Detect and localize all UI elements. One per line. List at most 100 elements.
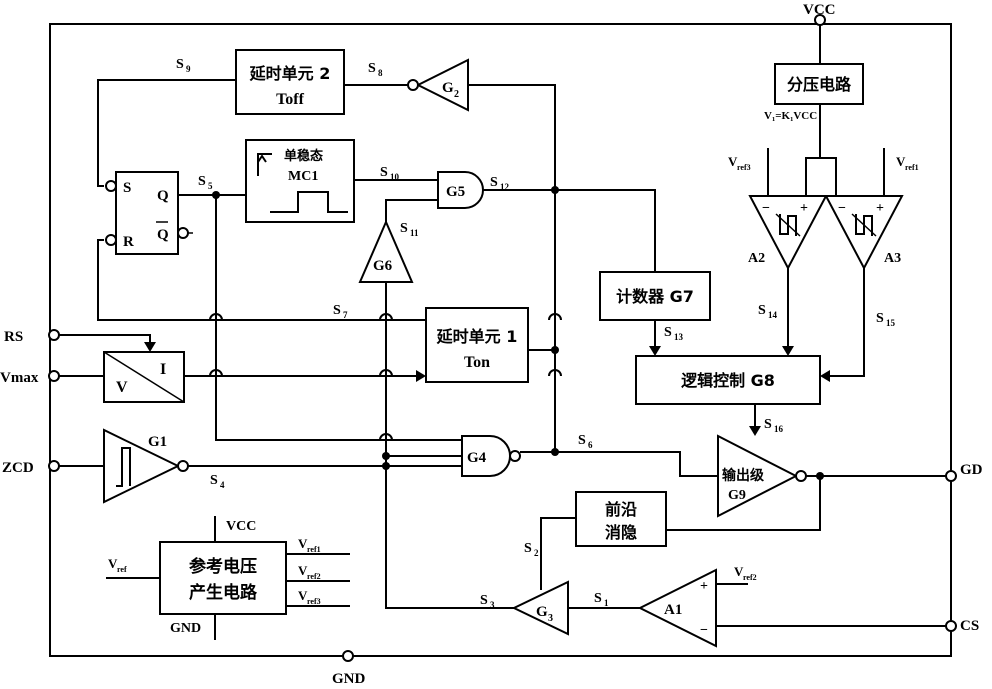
signal-s13: S: [664, 325, 672, 340]
comparator-a2: − + A2: [748, 195, 828, 271]
signal-s8: S: [368, 61, 376, 76]
counter-g7: 计数器 G7: [599, 271, 711, 321]
gate-g6-label: G6: [373, 258, 393, 274]
gate-g1: G1: [103, 428, 189, 504]
vref2-sub: ref2: [307, 572, 321, 581]
gate-g4: G4: [461, 435, 521, 477]
signal-s13-sub: 13: [674, 332, 684, 342]
delay-unit-1-label: 延时单元 1: [436, 327, 518, 346]
pin-rs: [48, 329, 60, 341]
leb-line2: 消隐: [605, 523, 637, 542]
oneshot-mc1-label: MC1: [288, 169, 318, 184]
signal-s6-sub: 6: [588, 440, 593, 450]
a1-vref-label: V: [734, 564, 744, 579]
signal-s7-sub: 7: [343, 310, 348, 320]
signal-s11: S: [400, 221, 408, 236]
flipflop-s: S: [123, 180, 131, 196]
output-stage-label: 输出级: [722, 467, 765, 484]
signal-s16-sub: 16: [774, 424, 784, 434]
a1-vref-sub: ref2: [743, 573, 757, 582]
vref-input-sub: ref: [117, 565, 127, 574]
a2-plus: +: [800, 201, 808, 216]
a3-vref-label: V: [896, 154, 906, 169]
signal-s2-sub: 2: [534, 548, 539, 558]
pin-zcd-label: ZCD: [2, 460, 34, 476]
flipflop-r: R: [123, 234, 134, 250]
pin-rs-label: RS: [4, 329, 23, 345]
flipflop-q: Q: [157, 188, 169, 204]
divider-note: V₁=K₁VCC: [764, 110, 817, 122]
oneshot-label: 单稳态: [284, 148, 323, 164]
delay-unit-1-ton: Ton: [464, 354, 490, 371]
leb-line1: 前沿: [605, 500, 637, 519]
chip-outline: [49, 23, 952, 657]
signal-s4: S: [210, 473, 218, 488]
sr-flipflop: S R Q Q: [105, 171, 193, 255]
gate-g5: G5: [437, 171, 484, 209]
v2i-i-label: I: [160, 361, 166, 378]
pin-gd: [945, 470, 957, 482]
delay-unit-1: 延时单元 1 Ton: [425, 307, 529, 383]
a2-vref-sub: ref3: [737, 163, 751, 172]
logic-control-label: 逻辑控制 G8: [681, 371, 775, 390]
vref-gen-line2: 产生电路: [189, 582, 258, 603]
a2-vref-label: V: [728, 154, 738, 169]
signal-s3: S: [480, 593, 488, 608]
gate-g2-sub: 2: [454, 89, 459, 100]
a2-minus: −: [762, 201, 770, 216]
signal-s14-sub: 14: [768, 310, 778, 320]
gate-g1-label: G1: [148, 434, 167, 450]
gate-g2: G 2: [407, 58, 469, 112]
vref-input-label: V: [108, 556, 118, 571]
gate-g2-label: G: [442, 80, 454, 96]
delay-unit-2: 延时单元 2 Toff: [235, 49, 345, 115]
pin-gnd-label: GND: [332, 671, 366, 687]
signal-s4-sub: 4: [220, 480, 225, 490]
pin-vmax: [48, 370, 60, 382]
amplifier-a1: + − A1: [637, 568, 717, 648]
signal-s1: S: [594, 591, 602, 606]
signal-s10: S: [380, 165, 388, 180]
signal-s5: S: [198, 174, 206, 189]
gate-g3-sub: 3: [548, 613, 553, 624]
v-to-i-converter: V I: [103, 351, 185, 403]
delay-unit-2-toff: Toff: [276, 91, 305, 108]
gate-g5-label: G5: [446, 184, 465, 200]
signal-s9: S: [176, 57, 184, 72]
v2i-v-label: V: [116, 379, 128, 396]
signal-s14: S: [758, 303, 766, 318]
pin-cs-label: CS: [960, 618, 979, 634]
a1-plus: +: [700, 579, 708, 594]
vref2-label: V: [298, 563, 308, 578]
vref3-sub: ref3: [307, 597, 321, 606]
flipflop-qbar: Q: [157, 227, 169, 243]
output-stage-g9: 输出级 G9: [717, 434, 807, 518]
signal-s1-sub: 1: [604, 598, 609, 608]
a1-minus: −: [700, 623, 708, 638]
signal-s7: S: [333, 303, 341, 318]
pin-cs: [945, 620, 957, 632]
vref-gen-line1: 参考电压: [189, 556, 257, 577]
comparator-a2-label: A2: [748, 251, 765, 266]
vref1-sub: ref1: [307, 545, 321, 554]
pin-vcc-label: VCC: [803, 2, 836, 18]
signal-s2: S: [524, 541, 532, 556]
output-stage-g9-label: G9: [728, 488, 746, 503]
amplifier-a1-label: A1: [664, 602, 682, 618]
signal-s5-sub: 5: [208, 181, 213, 191]
signal-s16: S: [764, 417, 772, 432]
vref-gen-gnd: GND: [170, 621, 201, 636]
vref1-label: V: [298, 536, 308, 551]
gate-g4-label: G4: [467, 450, 487, 466]
signal-s3-sub: 3: [490, 600, 495, 610]
vref-generator: 参考电压 产生电路: [159, 541, 287, 615]
signal-s12: S: [490, 175, 498, 190]
oneshot-mc1: 单稳态 MC1: [245, 139, 355, 223]
signal-s6: S: [578, 433, 586, 448]
voltage-divider: 分压电路: [774, 63, 864, 105]
a3-plus: +: [876, 201, 884, 216]
divider-label: 分压电路: [787, 75, 852, 94]
vref3-label: V: [298, 588, 308, 603]
pin-vmax-label: Vmax: [0, 370, 39, 386]
